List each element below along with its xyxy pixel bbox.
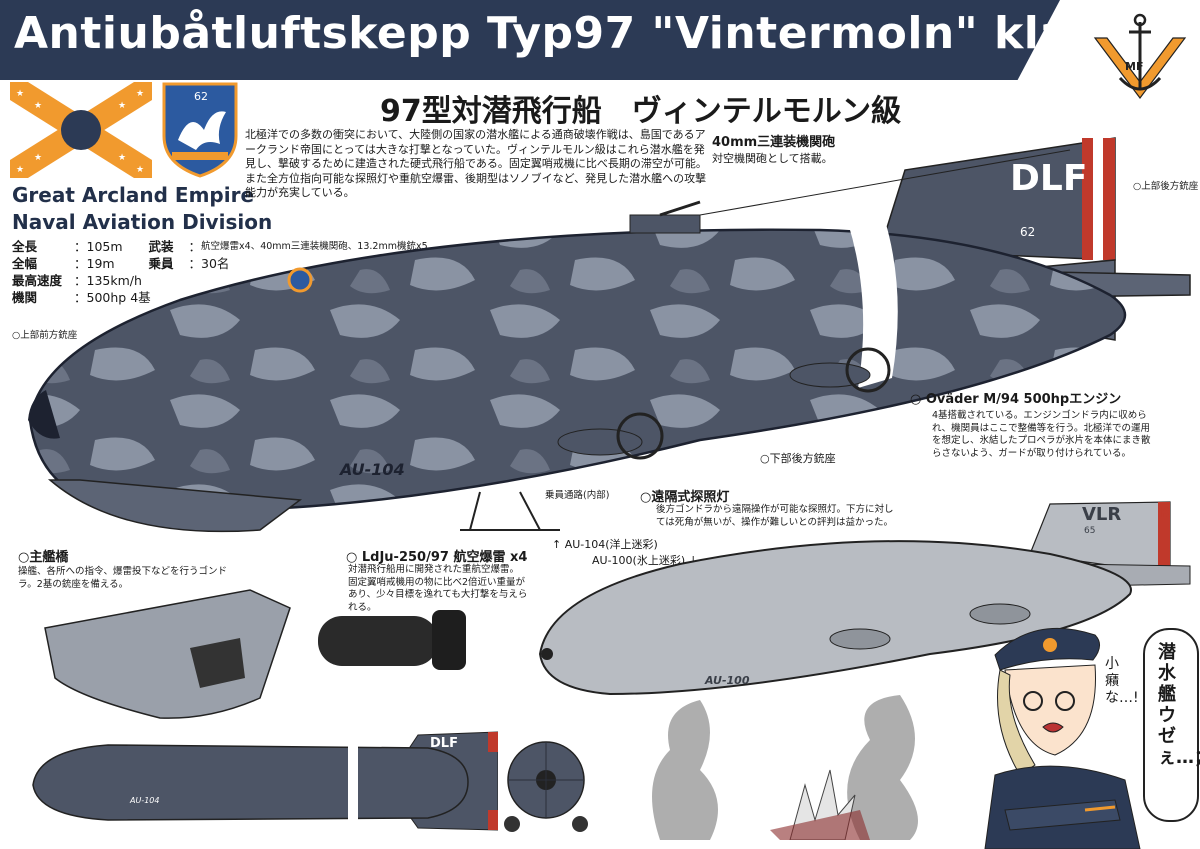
spec-label: 全幅 (12, 256, 38, 271)
main-tail-number: 62 (1020, 225, 1036, 239)
spec-row: 機関： 500hp 4基 (12, 290, 151, 305)
spec-value: 105m (86, 239, 123, 254)
spec-value: 135km/h (86, 273, 142, 288)
searchlight-title: ○遠隔式探照灯 (640, 490, 730, 505)
svg-text:★: ★ (136, 165, 144, 175)
second-tail-number: 65 (1084, 526, 1096, 536)
svg-text:★: ★ (136, 89, 144, 99)
svg-text:★: ★ (34, 101, 42, 111)
spec-row: 全長： 105m 武装： 航空爆雷x4、40mm三連装機関砲、13.2mm機銃x… (12, 239, 428, 254)
side-view-airship-illustration (32, 731, 498, 831)
emblem-monogram: MF (1125, 60, 1143, 73)
svg-text:★: ★ (118, 153, 126, 163)
lower-rear-gun-label: ○下部後方銃座 (760, 452, 836, 465)
spec-label: 最高速度 (12, 273, 63, 288)
bridge-title: ○主艦橋 (18, 550, 69, 565)
second-tail-code: VLR (1082, 504, 1122, 525)
spec-table: 全長： 105m 武装： 航空爆雷x4、40mm三連装機関砲、13.2mm機銃x… (12, 238, 428, 306)
spec-value: 19m (86, 256, 115, 271)
variant-label-au104: ↑ AU-104(洋上迷彩) (552, 538, 658, 551)
bridge-gondola-illustration (44, 589, 291, 719)
page-subtitle-jp: 97型対潜飛行船 ヴィンテルモルン級 (380, 94, 902, 129)
variant-label-au100: AU-100(氷上迷彩) ↓ (592, 554, 698, 567)
speech-bubble-text: 潜水艦ウゼぇ…； (1158, 642, 1200, 768)
page-title: Antiubåtluftskepp Typ97 "Vintermoln" kla… (14, 8, 1123, 59)
spec-label: 武装 (148, 239, 174, 254)
upper-front-gun-label: ○上部前方銃座 (12, 330, 78, 341)
gun40-desc: 対空機関砲として搭載。 (712, 152, 833, 165)
speech-bubble (1143, 628, 1199, 822)
svg-text:★: ★ (118, 101, 126, 111)
squadron-number: 62 (194, 90, 208, 103)
bomb-title: ○ LdJu-250/97 航空爆雷 x4 (346, 550, 528, 565)
spec-value: 30名 (201, 256, 230, 271)
smoke-explosion-illustration (652, 695, 918, 840)
second-tail-letter: R (1160, 506, 1171, 521)
crew-passage-label: 乗員通路(内部) (545, 490, 610, 501)
spec-row: 最高速度： 135km/h (12, 273, 142, 288)
spec-value: 航空爆雷x4、40mm三連装機関砲、13.2mm機銃x5 (201, 241, 428, 252)
intro-paragraph: 北極洋での多数の衝突において、大陸側の国家の潜水艦による通商破壊作戦は、島国であ… (245, 128, 707, 199)
engine-title: ○ Oväder M/94 500hpエンジン (910, 392, 1122, 407)
front-view-airship-illustration (504, 741, 588, 832)
officer-character-illustration (984, 627, 1141, 849)
organization-line-2: Naval Aviation Division (12, 210, 273, 234)
main-hull-code: AU-104 (340, 460, 405, 479)
gun40-title: 40mm三連装機関砲 (712, 135, 836, 150)
searchlight-desc: 後方ゴンドラから遠隔操作が可能な探照灯。下方に対しては死角が無いが、操作が難しい… (656, 504, 894, 528)
title-banner (0, 0, 1060, 80)
spec-label: 全長 (12, 239, 38, 254)
depth-bomb-illustration (318, 610, 466, 670)
bomb-desc: 対潜飛行船用に開発された重航空爆雷。固定翼哨戒機用の物に比べ2倍近い重量があり、… (348, 564, 528, 613)
character-mutter-text: 小癪な…! (1105, 656, 1139, 706)
side-tail-code: DLF (430, 736, 458, 751)
squadron-badge-icon: 62 (162, 82, 238, 178)
naval-ensign-icon: ★ ★ ★ ★ ★ ★ ★ ★ (10, 82, 152, 178)
main-airship-illustration (28, 137, 1191, 533)
spec-row: 全幅： 19m 乗員： 30名 (12, 256, 230, 271)
organization-line-1: Great Arcland Empire (12, 183, 255, 207)
second-hull-code: AU-100 (705, 674, 750, 687)
spec-value: 500hp 4基 (86, 290, 151, 305)
bridge-desc: 操艦、各所への指令、爆雷投下などを行うゴンドラ。2基の銃座を備える。 (18, 566, 228, 590)
anchor-emblem-icon: MF (1093, 13, 1187, 99)
second-airship-illustration (538, 501, 1191, 696)
svg-text:★: ★ (16, 165, 24, 175)
main-tail-code: DLF (1010, 158, 1088, 199)
spec-label: 機関 (12, 290, 38, 305)
side-hull-code: AU-104 (130, 796, 160, 805)
svg-text:★: ★ (16, 89, 24, 99)
spec-label: 乗員 (148, 256, 174, 271)
engine-desc: 4基搭載されている。エンジンゴンドラ内に収められ、機関員はここで整備等を行う。北… (932, 410, 1151, 459)
organization-name: Great Arcland Empire Naval Aviation Divi… (12, 182, 272, 236)
upper-rear-gun-label: ○上部後方銃座 (1133, 181, 1199, 192)
svg-text:★: ★ (34, 153, 42, 163)
